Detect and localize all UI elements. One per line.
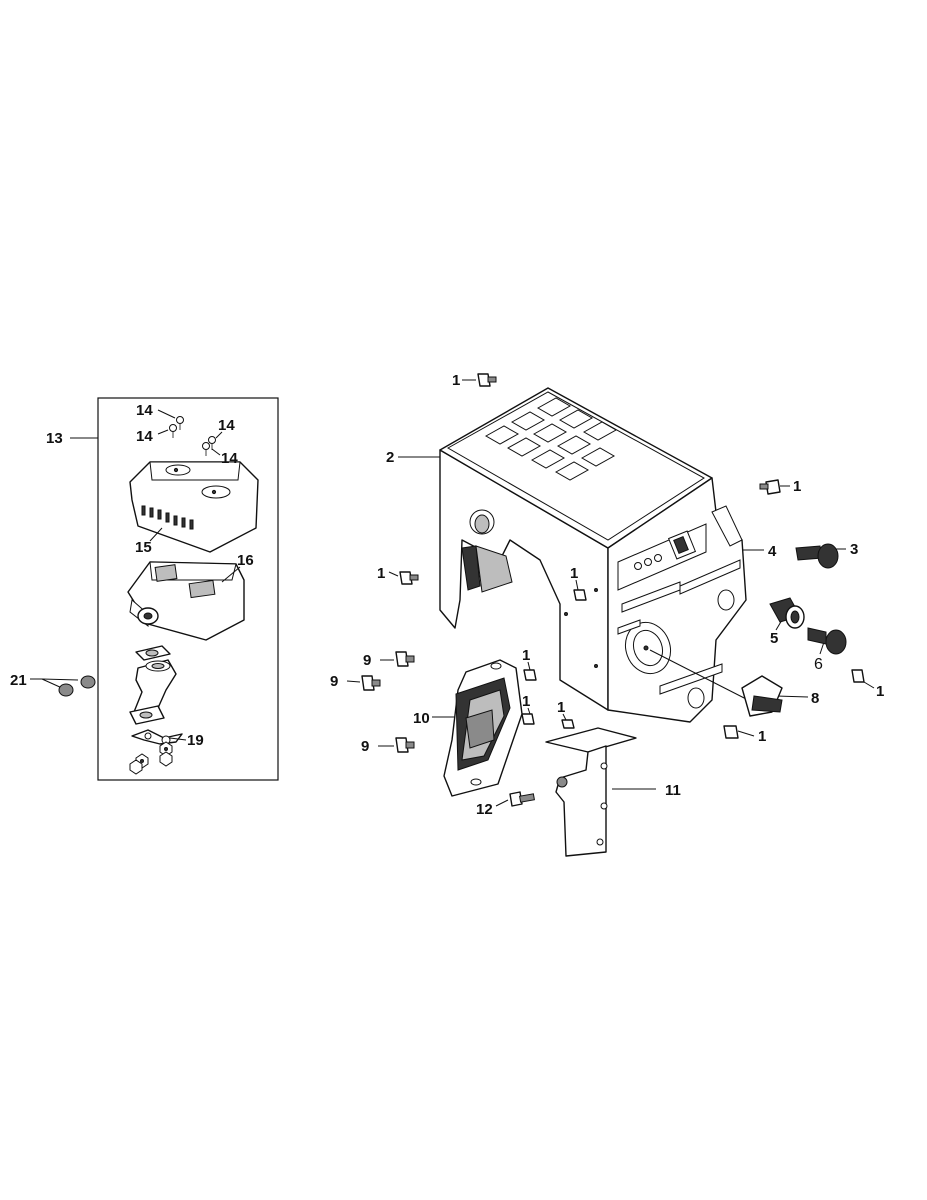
callout-9-a: 9 xyxy=(363,652,371,669)
ignition-key xyxy=(795,543,846,569)
callout-10: 10 xyxy=(413,710,430,727)
callout-6: 6 xyxy=(814,656,823,673)
bracket-19 xyxy=(131,729,187,745)
bolt-1-bracket-b xyxy=(521,707,535,725)
bolt-1-right-upper xyxy=(759,479,790,495)
callout-9-c: 9 xyxy=(361,738,369,755)
nuts xyxy=(129,741,173,775)
callout-15: 15 xyxy=(135,539,152,556)
bolt-1-left xyxy=(388,571,419,585)
muffler-cover xyxy=(129,461,259,553)
engine-housing xyxy=(439,387,747,723)
muffler-assembly-inset xyxy=(30,397,279,781)
callout-14-b: 14 xyxy=(136,428,153,445)
bolt-9-c xyxy=(378,737,415,753)
callout-labels: 1 2 1 3 4 1 1 5 6 9 1 9 1 8 1 1 10 1 9 1… xyxy=(10,372,884,818)
bolt-14-d xyxy=(202,442,221,456)
bolt-9-b xyxy=(346,675,381,691)
callout-1-bracket-a: 1 xyxy=(522,647,530,664)
bolt-9-a xyxy=(380,651,415,667)
ignition-switch xyxy=(769,597,805,631)
callout-3: 3 xyxy=(850,541,858,558)
callout-16: 16 xyxy=(237,552,254,569)
callout-5: 5 xyxy=(770,630,778,647)
bolt-14-b xyxy=(157,424,177,438)
exhaust-gasket xyxy=(135,645,171,661)
callout-1-top: 1 xyxy=(452,372,460,389)
callout-9-b: 9 xyxy=(330,673,338,690)
callout-21: 21 xyxy=(10,672,27,689)
callout-1-right-lower: 1 xyxy=(876,683,884,700)
callout-1-right-upper: 1 xyxy=(793,478,801,495)
bracket-10 xyxy=(432,659,523,797)
callout-19: 19 xyxy=(187,732,204,749)
callout-1-bottom: 1 xyxy=(758,728,766,745)
choke-knob xyxy=(807,627,847,655)
cover-vent-slots xyxy=(141,505,194,530)
callout-1-bracket-c: 1 xyxy=(557,699,565,716)
callout-14-d: 14 xyxy=(221,450,238,467)
callout-1-center: 1 xyxy=(570,565,578,582)
bolt-14-c xyxy=(208,431,223,450)
fuel-cap xyxy=(649,649,809,717)
inset-frame xyxy=(97,397,279,781)
callout-12: 12 xyxy=(476,801,493,818)
callout-4: 4 xyxy=(768,543,777,560)
top-vent-grid xyxy=(484,397,618,481)
callout-14-a: 14 xyxy=(136,402,153,419)
cap-nuts-21 xyxy=(30,675,96,697)
bolt-1-center xyxy=(573,579,587,601)
callout-14-c: 14 xyxy=(218,417,235,434)
callout-1-bracket-b: 1 xyxy=(522,693,530,710)
bolt-1-bracket-c xyxy=(561,713,575,729)
muffler-body xyxy=(127,561,245,641)
exhaust-elbow xyxy=(129,659,177,725)
bolt-1-top xyxy=(462,373,497,387)
callout-8: 8 xyxy=(811,690,819,707)
callout-1-left: 1 xyxy=(377,565,385,582)
bracket-11 xyxy=(545,727,656,857)
bolt-1-bracket-a xyxy=(523,661,537,681)
bolt-12 xyxy=(495,791,535,807)
bolt-1-right-lower xyxy=(851,669,875,689)
callout-2: 2 xyxy=(386,449,394,466)
bolt-14-a xyxy=(157,409,184,430)
callout-11: 11 xyxy=(665,782,681,799)
bolt-1-bottom xyxy=(723,725,755,739)
callout-13: 13 xyxy=(46,430,63,447)
